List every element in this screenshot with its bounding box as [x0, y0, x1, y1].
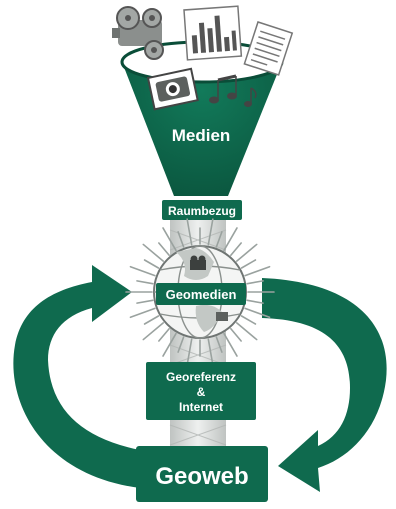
starburst-ray [246, 280, 264, 285]
starburst-ray [246, 299, 264, 304]
starburst-ray [215, 231, 223, 248]
starburst-ray [223, 227, 238, 252]
georeferenz-box [146, 362, 256, 420]
starburst-ray [230, 327, 242, 342]
starburst-ray [223, 332, 238, 357]
geomedien-box [156, 283, 246, 305]
starburst-ray [143, 315, 160, 325]
starburst-ray [235, 322, 258, 341]
starburst-ray [244, 265, 271, 277]
starburst-ray [136, 280, 154, 285]
starburst-ray [186, 218, 193, 246]
film-projector-icon [112, 6, 164, 60]
starburst-ray [186, 338, 193, 366]
geoweb-box [136, 446, 268, 502]
bar-chart-document-icon [183, 5, 243, 61]
raumbezug-box [162, 200, 242, 220]
starburst-ray [207, 218, 214, 246]
starburst-ray [162, 332, 177, 357]
starburst-ray [158, 242, 170, 257]
starburst-ray [142, 322, 165, 341]
geomedien-label: Geomedien [166, 287, 237, 302]
medien-label: Medien [172, 126, 231, 145]
starburst-ray [142, 243, 165, 262]
music-notes-icon [209, 74, 257, 107]
starburst-ray [177, 231, 185, 248]
starburst-ray [230, 242, 242, 257]
internet-label: Internet [179, 400, 223, 414]
starburst-ray [215, 336, 223, 353]
starburst-rays [125, 218, 275, 366]
text-document-icon [243, 21, 294, 76]
starburst-ray [240, 259, 257, 269]
starburst-ray [162, 227, 177, 252]
starburst-ray [240, 315, 257, 325]
georeferenz-label: Georeferenz [166, 370, 236, 384]
starburst-ray [143, 259, 160, 269]
left-cycle-arrow [13, 265, 140, 488]
raumbezug-label: Raumbezug [168, 204, 236, 218]
starburst-ray [136, 299, 154, 304]
geoweb-label: Geoweb [155, 463, 248, 490]
starburst-ray [207, 338, 214, 366]
starburst-ray [129, 307, 156, 319]
starburst-ray [235, 243, 258, 262]
starburst-ray [158, 327, 170, 342]
starburst-ray [244, 307, 271, 319]
starburst-ray [129, 265, 156, 277]
camera-photo-icon [146, 67, 199, 111]
starburst-ray [177, 336, 185, 353]
ampersand-label: & [197, 385, 206, 399]
right-cycle-arrow [262, 278, 387, 492]
